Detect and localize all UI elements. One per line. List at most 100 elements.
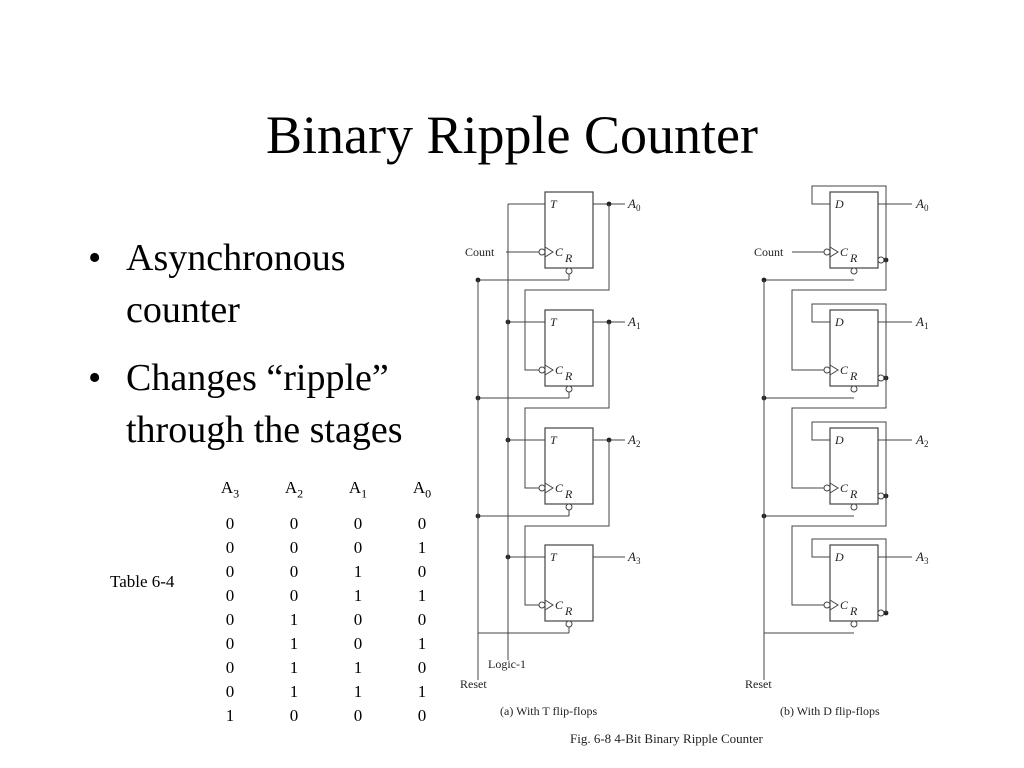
clock-triangle-icon <box>829 482 839 494</box>
slide-title: Binary Ripple Counter <box>266 105 758 165</box>
ripple-clock-wire <box>791 496 887 606</box>
column-header: A1 <box>326 478 390 512</box>
reset-pin-label: R <box>849 604 858 618</box>
flip-flop-box <box>544 544 594 622</box>
logic1-label: Logic-1 <box>488 657 526 671</box>
table-cell: 0 <box>225 634 235 653</box>
table-cell: 0 <box>353 706 363 725</box>
clock-triangle-icon <box>544 599 554 611</box>
clock-pin-label: C <box>840 598 849 612</box>
flip-flop-box <box>544 427 594 505</box>
flip-flop-box <box>544 309 594 387</box>
flip-flop-box <box>829 544 879 622</box>
clock-pin-label: C <box>840 481 849 495</box>
output-label-subscript: 0 <box>924 203 929 213</box>
table-cell: 0 <box>289 586 299 605</box>
reset-pin-label: R <box>564 251 573 265</box>
q-bar-bubble <box>877 256 885 264</box>
ripple-clock-wire <box>524 322 610 489</box>
q-bar-bubble <box>877 374 885 382</box>
output-label-subscript: 0 <box>636 203 641 213</box>
clock-triangle-icon <box>544 246 554 258</box>
table-cell: 1 <box>353 586 363 605</box>
table-cell: 0 <box>417 610 427 629</box>
output-label-base: A <box>915 314 924 329</box>
reset-pin-label: R <box>564 604 573 618</box>
table-cell: 0 <box>353 610 363 629</box>
ripple-clock-wire <box>791 260 887 371</box>
ripple-clock-wire <box>524 440 610 606</box>
table-cell: 0 <box>353 514 363 533</box>
output-label-base: A <box>627 432 636 447</box>
reset-inversion-bubble <box>850 267 858 275</box>
clock-pin-label: C <box>840 363 849 377</box>
q-bar-bubble <box>877 609 885 617</box>
reset-inversion-bubble <box>850 620 858 628</box>
clock-triangle-icon <box>829 364 839 376</box>
output-label-subscript: 2 <box>636 439 641 449</box>
clock-inversion-bubble <box>823 248 831 256</box>
table-cell: 1 <box>353 562 363 581</box>
clock-pin-label: C <box>555 363 564 377</box>
reset-label: Reset <box>745 677 772 691</box>
bullet-text: Changes “ripple” through the stages <box>126 357 403 451</box>
output-label: A2 <box>915 432 928 449</box>
column-header: A2 <box>262 478 326 512</box>
caption-b: (b) With D flip-flops <box>780 704 880 718</box>
table-cell: 0 <box>417 562 427 581</box>
clock-pin-label: C <box>840 245 849 259</box>
output-label-subscript: 1 <box>636 321 641 331</box>
ripple-clock-wire <box>791 378 887 489</box>
flip-flop-input-label: D <box>834 433 844 447</box>
table-cell: 1 <box>417 586 427 605</box>
table-cell: 0 <box>417 658 427 677</box>
output-label: A1 <box>915 314 928 331</box>
flip-flop-box <box>544 191 594 269</box>
table-cell: 1 <box>225 706 235 725</box>
reset-pin-label: R <box>849 487 858 501</box>
flip-flop-input-label: T <box>550 315 558 329</box>
output-label-base: A <box>627 549 636 564</box>
d-feedback-wire <box>811 421 887 496</box>
ripple-clock-wire <box>524 204 610 371</box>
column-header: A3 <box>198 478 262 512</box>
table-cell: 0 <box>225 538 235 557</box>
column-header-base: A <box>412 478 426 497</box>
table-cell: 0 <box>225 658 235 677</box>
output-label: A3 <box>627 549 641 566</box>
bullet-list: •Asynchronous counter •Changes “ripple” … <box>88 232 468 472</box>
reset-inversion-bubble <box>850 503 858 511</box>
clock-pin-label: C <box>555 245 564 259</box>
flip-flop-box <box>829 309 879 387</box>
clock-pin-label: C <box>555 598 564 612</box>
column-header-subscript: 2 <box>297 486 304 501</box>
clock-pin-label: C <box>555 481 564 495</box>
reset-inversion-bubble <box>565 267 573 275</box>
bullet-item: •Asynchronous counter <box>88 232 468 336</box>
table-cell: 1 <box>353 658 363 677</box>
reset-pin-label: R <box>564 369 573 383</box>
figure-caption: Fig. 6-8 4-Bit Binary Ripple Counter <box>570 731 763 746</box>
output-label-subscript: 1 <box>924 321 929 331</box>
reset-inversion-bubble <box>850 385 858 393</box>
table-cell: 0 <box>417 514 427 533</box>
table-cell: 1 <box>417 634 427 653</box>
table-cell: 0 <box>225 562 235 581</box>
column-header-base: A <box>220 478 234 497</box>
column-header-subscript: 1 <box>361 486 368 501</box>
column-header-subscript: 3 <box>233 486 240 501</box>
clock-inversion-bubble <box>538 248 546 256</box>
table-cell: 0 <box>225 586 235 605</box>
clock-triangle-icon <box>544 364 554 376</box>
output-label-base: A <box>915 196 924 211</box>
output-label-base: A <box>915 549 924 564</box>
